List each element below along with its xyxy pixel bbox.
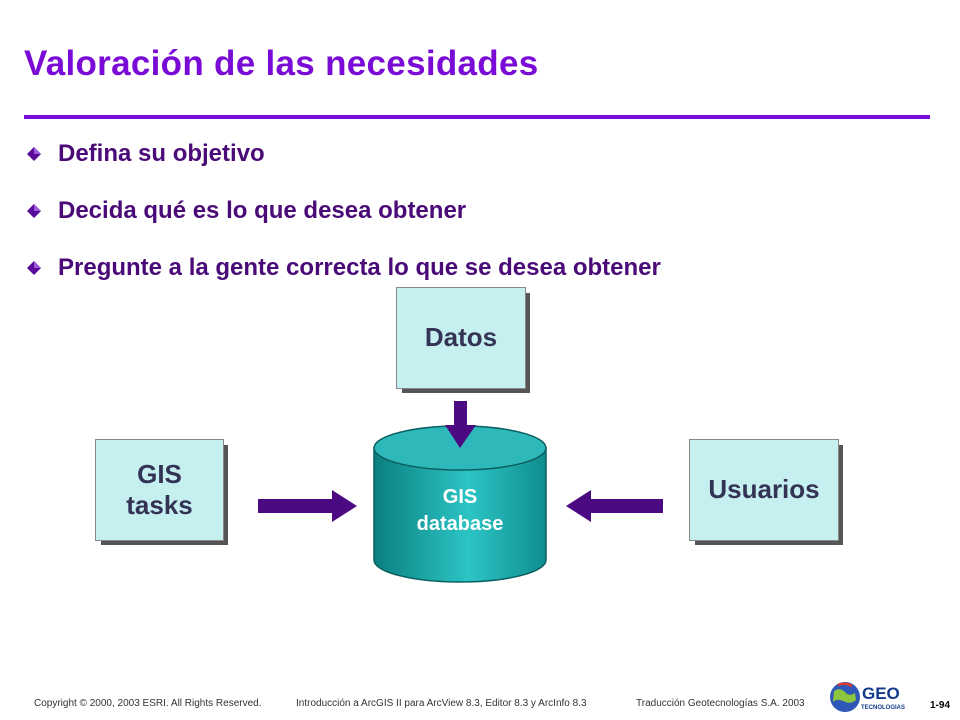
diamond-bullet-icon: [27, 260, 41, 275]
bullet-text: Decida qué es lo que desea obtener: [58, 196, 467, 224]
datos-box: Datos: [396, 287, 526, 389]
footer-copyright: Copyright © 2000, 2003 ESRI. All Rights …: [34, 698, 262, 709]
footer-translation: Traducción Geotecnologías S.A. 2003: [636, 698, 805, 709]
gis-tasks-box: GIS tasks: [95, 439, 224, 541]
page-number: 1-94: [929, 700, 950, 711]
bullet-item: Pregunte a la gente correcta lo que se d…: [26, 239, 661, 296]
bullet-text: Pregunte a la gente correcta lo que se d…: [58, 253, 661, 281]
database-label: GIS database: [416, 486, 504, 535]
geotecnologias-logo: GEO TECNOLOGIAS: [830, 682, 905, 712]
logo-text: GEO: [862, 684, 900, 703]
arrow-down-datos: [445, 401, 476, 448]
footer-course: Introducción a ArcGIS II para ArcView 8.…: [296, 698, 587, 709]
bullet-list: Defina su objetivo Decida qué es lo que …: [26, 125, 661, 296]
title-underline: [24, 115, 930, 119]
bullet-item: Decida qué es lo que desea obtener: [26, 182, 661, 239]
logo-subtext: TECNOLOGIAS: [861, 705, 905, 711]
bullet-item: Defina su objetivo: [26, 125, 661, 182]
bullet-text: Defina su objetivo: [58, 139, 265, 167]
arrow-right-gis-tasks: [258, 490, 357, 522]
diamond-bullet-icon: [27, 146, 41, 161]
slide-title: Valoración de las necesidades: [24, 44, 539, 83]
diamond-bullet-icon: [27, 203, 41, 218]
arrow-left-usuarios: [566, 490, 663, 522]
gis-tasks-label: GIS tasks: [126, 458, 193, 520]
usuarios-label: Usuarios: [708, 474, 820, 505]
usuarios-box: Usuarios: [689, 439, 839, 541]
datos-label: Datos: [424, 322, 498, 353]
